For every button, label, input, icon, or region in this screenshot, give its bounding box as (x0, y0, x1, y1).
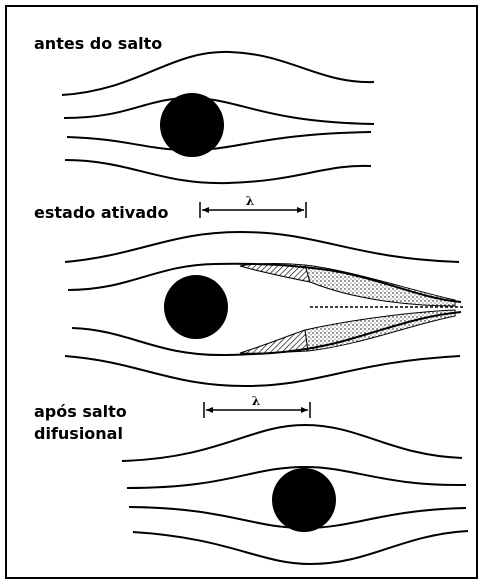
flow-line (122, 425, 462, 461)
flow-line (62, 52, 374, 95)
lambda-label-activated: λ (246, 194, 254, 208)
label-after-jump-line1: após salto (34, 402, 127, 422)
atom (160, 93, 224, 157)
atom (272, 468, 336, 532)
flow-line (65, 356, 460, 386)
panel-activated-state (65, 232, 463, 386)
lambda-label-after: λ (252, 394, 260, 408)
label-activated-state: estado ativado (34, 203, 168, 223)
flow-line (133, 531, 468, 564)
label-before-jump: antes do salto (34, 34, 162, 54)
panel-before-jump (62, 52, 374, 183)
atom (164, 275, 228, 339)
dotted-region-upper (305, 265, 455, 306)
label-after-jump-line2: difusional (34, 424, 123, 444)
flow-line (65, 160, 371, 183)
flow-line (65, 232, 459, 262)
panel-after-jump (122, 425, 468, 564)
